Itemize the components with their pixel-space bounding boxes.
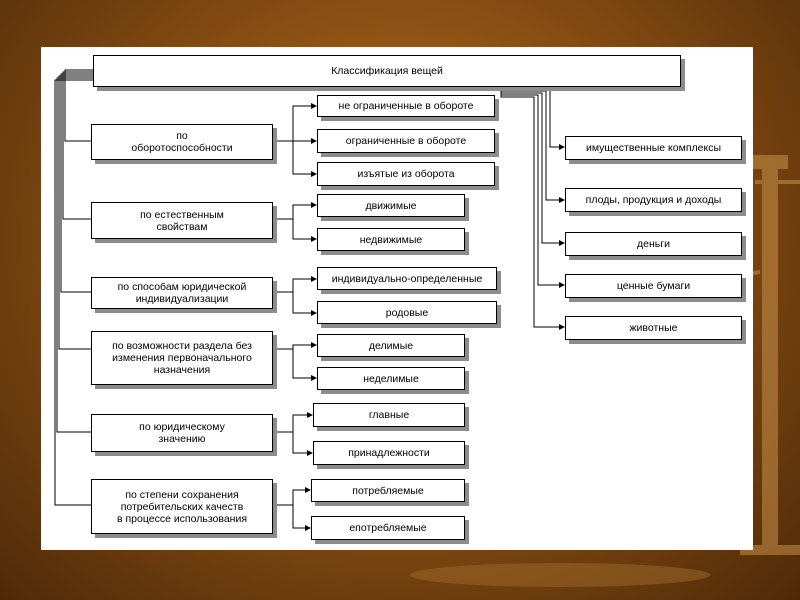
group-box: по степени сохранения потребительских ка… [91, 479, 273, 534]
child-box: потребляемые [311, 479, 465, 502]
child-box: принадлежности [313, 441, 465, 465]
child-box: ограниченные в обороте [317, 129, 495, 153]
child-box: родовые [317, 301, 497, 324]
child-box: не ограниченные в обороте [317, 95, 495, 117]
right-item-box: животные [565, 316, 742, 340]
diagram-panel: Классификация вещей по оборотоспособност… [41, 47, 753, 550]
group-box: по юридическому значению [91, 414, 273, 452]
group-box: по естественным свойствам [91, 202, 273, 239]
child-box: епотребляемые [311, 516, 465, 540]
right-item-box: ценные бумаги [565, 274, 742, 298]
child-box: движимые [317, 194, 465, 217]
child-box: изъятые из оборота [317, 162, 495, 186]
group-box: по способам юридической индивидуализации [91, 277, 273, 309]
child-box: неделимые [317, 367, 465, 390]
right-item-box: имущественные комплексы [565, 136, 742, 160]
right-item-box: деньги [565, 232, 742, 256]
child-box: недвижимые [317, 228, 465, 251]
group-box: по оборотоспособности [91, 124, 273, 160]
group-box: по возможности раздела без изменения пер… [91, 331, 273, 385]
child-box: главные [313, 403, 465, 427]
child-box: индивидуально-определенные [317, 267, 497, 290]
child-box: делимые [317, 334, 465, 357]
right-item-box: плоды, продукция и доходы [565, 188, 742, 212]
root-box: Классификация вещей [93, 55, 681, 87]
